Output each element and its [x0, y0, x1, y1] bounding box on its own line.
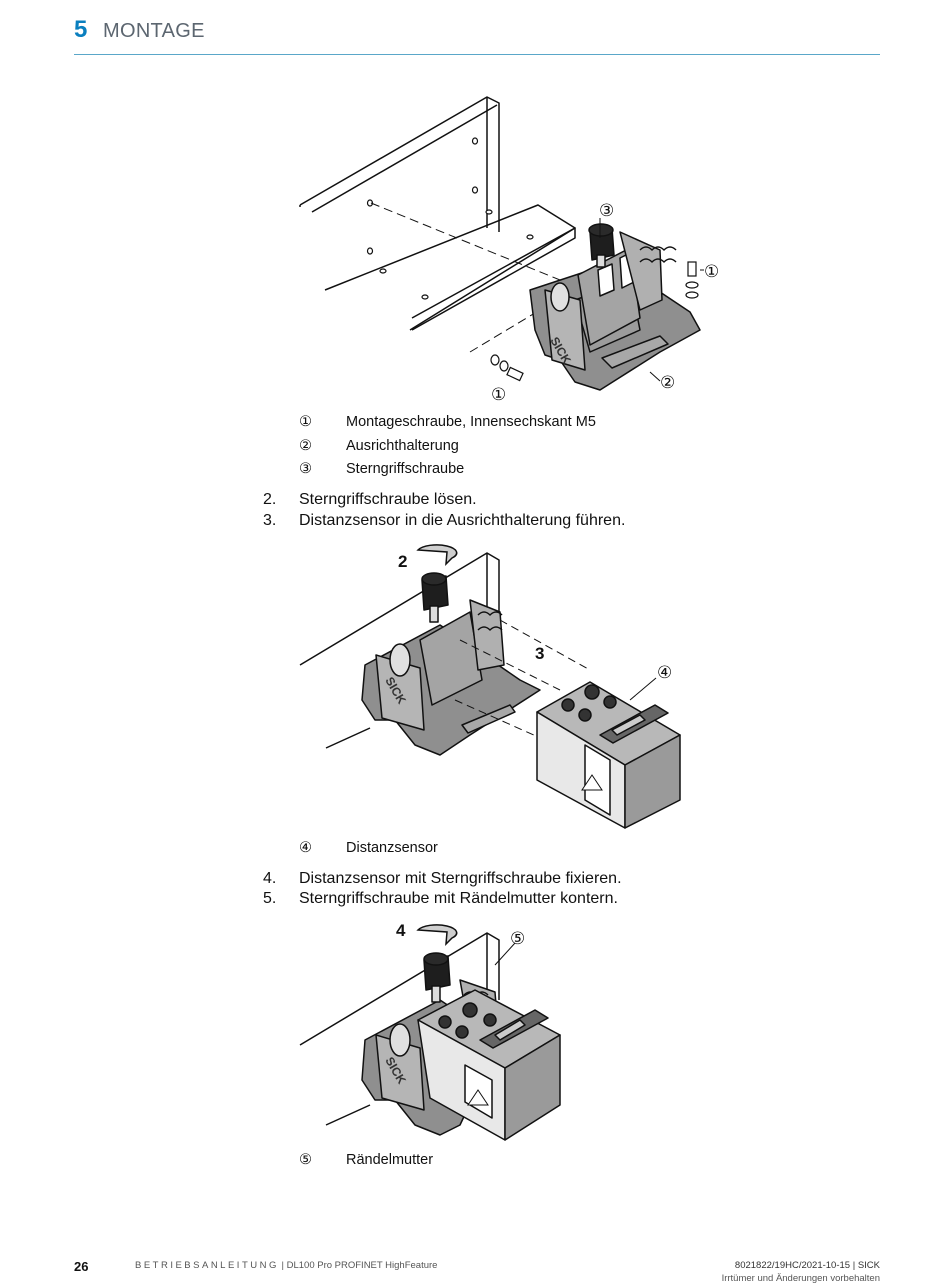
page-header: 5 MONTAGE: [74, 14, 880, 55]
legend-text: Sterngriffschraube: [346, 461, 465, 477]
callout-2: ②: [660, 373, 675, 393]
legend-number: ①: [299, 414, 312, 430]
footer-doc-id: 8021822/19HC/2021-10-15 | SICK: [734, 1260, 880, 1271]
legend-text: Distanzsensor: [346, 840, 438, 856]
footer-disclaimer: Irrtümer und Änderungen vorbehalten: [721, 1273, 880, 1284]
step-text: Sterngriffschraube mit Rändelmutter kont…: [299, 890, 618, 907]
callout-5: ⑤: [510, 929, 525, 949]
legend-text: Montageschraube, Innensechskant M5: [346, 414, 596, 430]
legend-text: Rändelmutter: [346, 1152, 434, 1168]
step-label-rotate: 2: [398, 552, 407, 571]
step-text: Distanzsensor in die Ausrichthalterung f…: [299, 512, 626, 529]
legend-number: ②: [299, 438, 312, 454]
footer-product: | DL100 Pro PROFINET HighFeature: [281, 1260, 438, 1271]
step-number: 5.: [263, 890, 277, 907]
callout-1-left: ①: [491, 385, 506, 405]
figure-mounting-bracket: SICK ③ ① ② ①: [299, 96, 719, 405]
page-number: 26: [74, 1259, 89, 1274]
callout-1-right: ①: [704, 262, 719, 282]
step-number: 2.: [263, 491, 277, 508]
footer-doc-type: BETRIEBSANLEITUNG: [135, 1260, 279, 1271]
footer-document-title: BETRIEBSANLEITUNG | DL100 Pro PROFINET H…: [135, 1260, 437, 1271]
step-label-insert: 3: [535, 644, 544, 663]
legend-text: Ausrichthalterung: [346, 438, 459, 454]
chapter-number: 5: [74, 16, 88, 43]
step-text: Sterngriffschraube lösen.: [299, 491, 477, 508]
step-number: 3.: [263, 512, 277, 529]
legend-number: ⑤: [299, 1152, 312, 1168]
step-label-rotate: 4: [396, 921, 406, 940]
figure-insert-sensor: SICK 2 3 ④: [299, 544, 681, 829]
legend-number: ③: [299, 461, 312, 477]
chapter-title: MONTAGE: [103, 20, 205, 42]
callout-4: ④: [657, 663, 672, 683]
legend-number: ④: [299, 840, 312, 856]
step-text: Distanzsensor mit Sterngriffschraube fix…: [299, 870, 622, 887]
figure-fix-sensor: SICK 4 ⑤: [299, 921, 561, 1141]
callout-3: ③: [599, 201, 614, 221]
footer-right: 8021822/19HC/2021-10-15 | SICK Irrtümer …: [722, 1259, 880, 1285]
step-number: 4.: [263, 870, 277, 887]
